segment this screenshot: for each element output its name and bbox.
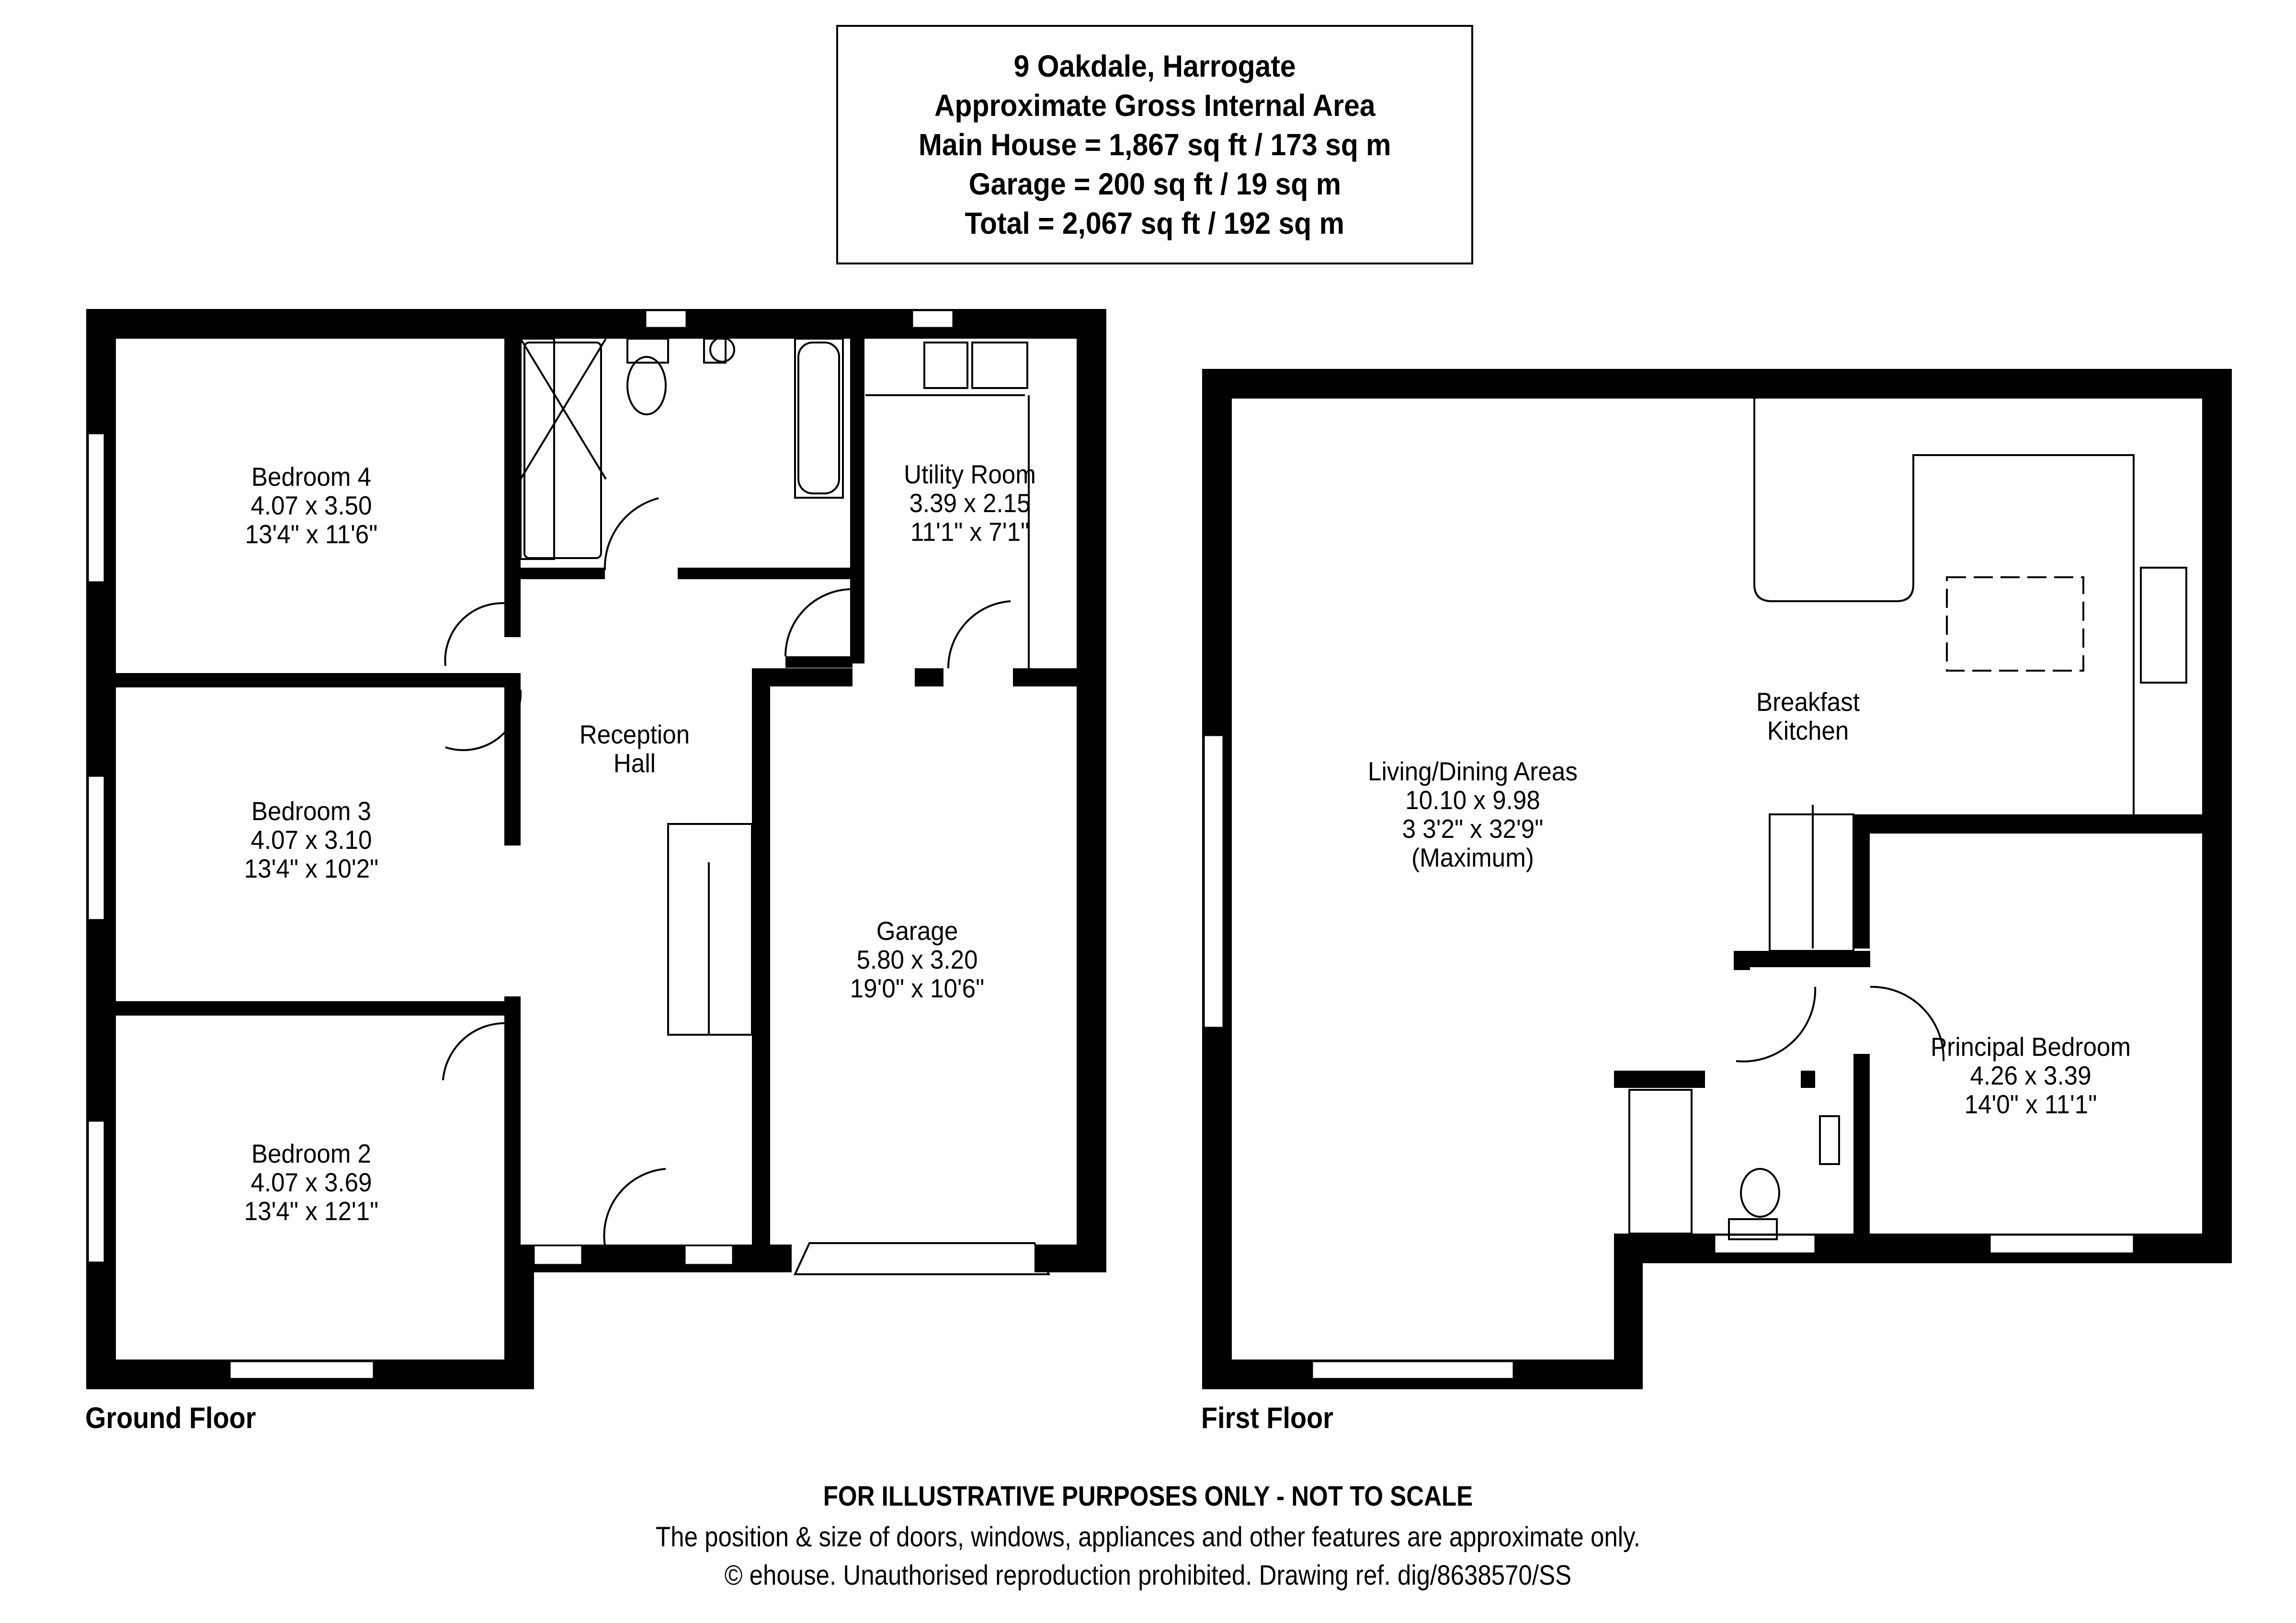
property-address: 9 Oakdale, Harrogate — [1013, 49, 1296, 83]
room-metric: 4.26 x 3.39 — [1970, 1061, 2091, 1090]
room-imperial: 13'4" x 10'2" — [244, 854, 379, 883]
room-imperial: 14'0" x 11'1" — [1964, 1089, 2097, 1119]
room-name: Utility Room — [904, 459, 1036, 489]
room-bedroom-4: Bedroom 4 4.07 x 3.50 13'4" x 11'6" — [245, 462, 378, 549]
room-breakfast-kitchen: Breakfast Kitchen — [1756, 687, 1860, 745]
first-floor-fixtures — [1628, 399, 2187, 1240]
disclaimer: FOR ILLUSTRATIVE PURPOSES ONLY - NOT TO … — [823, 1481, 1473, 1512]
room-imperial: 11'1" x 7'1" — [910, 517, 1030, 547]
room-name: Bedroom 3 — [251, 796, 372, 826]
room-garage: Garage 5.80 x 3.20 19'0" x 10'6" — [850, 916, 985, 1003]
copyright: © ehouse. Unauthorised reproduction proh… — [724, 1560, 1572, 1591]
room-metric: 3.39 x 2.15 — [909, 488, 1031, 518]
room-imperial: 3 3'2" x 32'9" — [1402, 814, 1544, 844]
room-metric: 4.07 x 3.10 — [250, 825, 372, 855]
garage-area: Garage = 200 sq ft / 19 sq m — [968, 167, 1341, 201]
room-imperial: 19'0" x 10'6" — [850, 973, 985, 1003]
room-name-line2: Kitchen — [1767, 716, 1849, 745]
disclaimer-note: The position & size of doors, windows, a… — [656, 1521, 1640, 1553]
room-name: Living/Dining Areas — [1368, 756, 1578, 786]
ground-floor-label: Ground Floor — [85, 1402, 256, 1435]
total-area: Total = 2,067 sq ft / 192 sq m — [965, 206, 1345, 240]
room-reception-hall: Reception Hall — [580, 720, 690, 777]
ground-floor-windows — [87, 309, 954, 1380]
room-living-dining: Living/Dining Areas 10.10 x 9.98 3 3'2" … — [1368, 757, 1578, 872]
ground-floor-fixtures — [442, 337, 1051, 1275]
room-name: Reception — [579, 720, 690, 749]
room-bedroom-2: Bedroom 2 4.07 x 3.69 13'4" x 12'1" — [244, 1139, 379, 1225]
room-name: Bedroom 4 — [251, 462, 372, 491]
room-note: (Maximum) — [1411, 843, 1534, 872]
room-metric: 10.10 x 9.98 — [1405, 785, 1540, 815]
room-name: Principal Bedroom — [1931, 1032, 2131, 1062]
first-floor-walls — [1202, 369, 2232, 1389]
room-utility: Utility Room 3.39 x 2.15 11'1" x 7'1" — [904, 460, 1036, 546]
room-metric: 5.80 x 3.20 — [856, 945, 978, 974]
room-name: Bedroom 2 — [251, 1139, 372, 1168]
room-bedroom-3: Bedroom 3 4.07 x 3.10 13'4" x 10'2" — [244, 797, 379, 883]
room-metric: 4.07 x 3.69 — [250, 1167, 372, 1197]
first-floor-windows — [1203, 734, 2135, 1380]
main-house-area: Main House = 1,867 sq ft / 173 sq m — [918, 127, 1391, 162]
room-name: Garage — [876, 916, 958, 946]
room-imperial: 13'4" x 12'1" — [244, 1196, 379, 1226]
ground-floor-walls — [86, 309, 1106, 1389]
first-floor-label: First Floor — [1201, 1402, 1333, 1435]
room-metric: 4.07 x 3.50 — [250, 491, 372, 520]
room-name-line2: Hall — [613, 748, 656, 778]
room-name: Breakfast — [1756, 687, 1860, 717]
area-subtitle: Approximate Gross Internal Area — [934, 88, 1375, 123]
room-imperial: 13'4" x 11'6" — [245, 519, 378, 549]
area-summary-box: 9 Oakdale, Harrogate Approximate Gross I… — [836, 25, 1473, 264]
room-principal-bedroom: Principal Bedroom 4.26 x 3.39 14'0" x 11… — [1931, 1032, 2131, 1119]
